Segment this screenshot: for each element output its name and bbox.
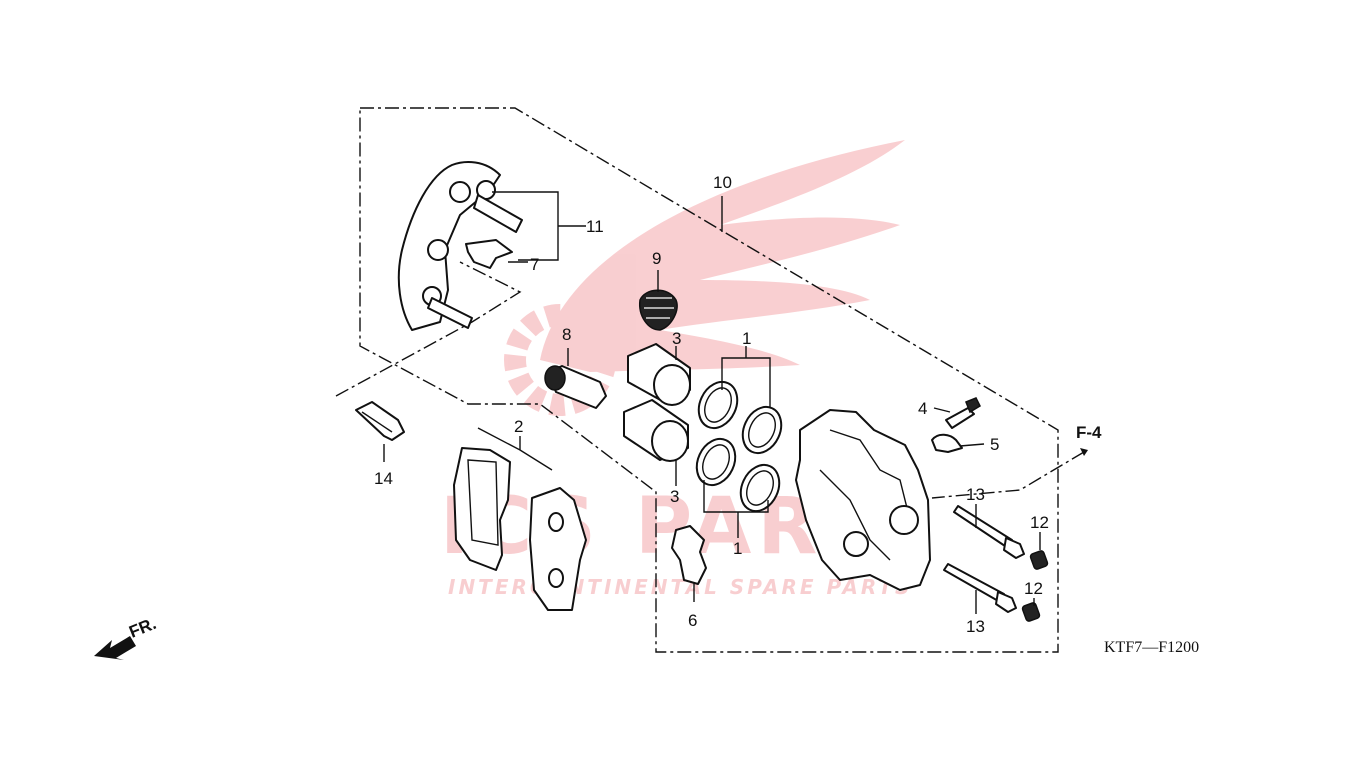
slide-pin <box>544 365 607 409</box>
pin-plug-lower <box>1021 602 1041 622</box>
front-direction-label: FR. <box>126 614 159 642</box>
callout-12-upper: 12 <box>1030 513 1049 532</box>
pin-plug-upper <box>1029 550 1049 570</box>
callout-1-upper: 1 <box>742 329 751 348</box>
leader-lines <box>383 191 1041 614</box>
caliper-bracket <box>397 161 523 331</box>
pad-spring-clip <box>465 239 513 269</box>
watermark-tagline: INTERCONTINENTAL SPARE PARTS <box>448 575 912 599</box>
dust-boot <box>639 289 678 331</box>
callout-1-lower: 1 <box>733 539 742 558</box>
pad-pin-lower <box>943 563 1017 613</box>
pad-pin-upper <box>953 505 1025 559</box>
callout-14: 14 <box>374 469 393 488</box>
assembly-boundary <box>335 107 1085 653</box>
callouts: 10 11 7 9 8 3 1 2 14 3 1 6 4 5 13 12 12 … <box>374 173 1049 636</box>
callout-4: 4 <box>918 399 927 418</box>
callout-7: 7 <box>530 255 539 274</box>
watermark-wing-logo <box>504 140 905 416</box>
callout-13-upper: 13 <box>966 485 985 504</box>
brake-pad-inner <box>453 447 511 571</box>
page-reference-arrow <box>1080 448 1088 456</box>
piston-lower <box>623 399 689 462</box>
bleeder-cap <box>931 433 963 453</box>
callout-13-lower: 13 <box>966 617 985 636</box>
piston-upper <box>627 343 691 406</box>
callout-10: 10 <box>713 173 732 192</box>
callout-8: 8 <box>562 325 571 344</box>
brake-pad-outer <box>529 487 587 611</box>
callout-5: 5 <box>990 435 999 454</box>
callout-9: 9 <box>652 249 661 268</box>
callout-12-lower: 12 <box>1024 579 1043 598</box>
callout-3-lower: 3 <box>670 487 679 506</box>
bleeder-valve <box>945 397 981 429</box>
pad-retainer <box>671 525 707 585</box>
front-direction-arrow <box>94 636 136 660</box>
callout-2: 2 <box>514 417 523 436</box>
page-reference-label: F-4 <box>1076 423 1102 442</box>
callout-3-upper: 3 <box>672 329 681 348</box>
bracket-bolt <box>355 401 405 441</box>
callout-11: 11 <box>586 217 604 236</box>
callout-6: 6 <box>688 611 697 630</box>
caliper-body <box>795 409 931 591</box>
piston-seals <box>695 380 783 513</box>
diagram-code: KTF7—F1200 <box>1104 639 1199 656</box>
